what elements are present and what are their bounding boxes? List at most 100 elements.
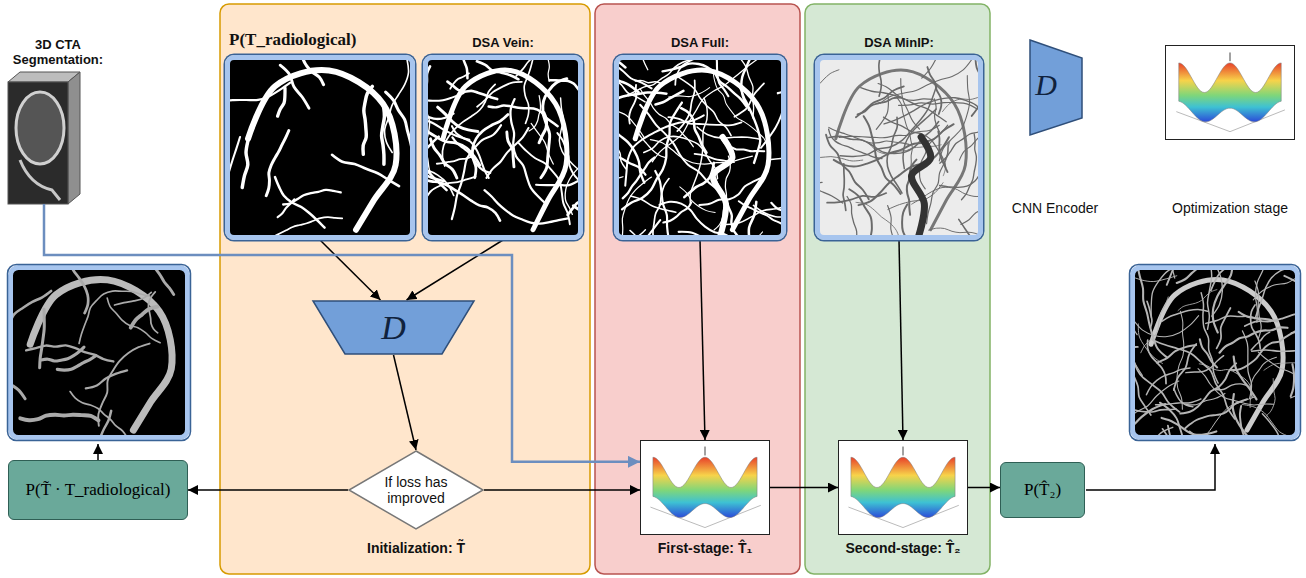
vessel bbox=[1291, 287, 1295, 333]
vessel bbox=[749, 202, 765, 235]
legend-text: CNN Encoder bbox=[1010, 200, 1100, 216]
vessel bbox=[529, 96, 541, 131]
flow-arrow bbox=[770, 487, 838, 489]
vessel bbox=[679, 232, 781, 235]
legend-sample bbox=[1165, 45, 1295, 140]
stage-label: Second-stage: T̂₂ bbox=[845, 540, 960, 556]
flow-arrow bbox=[899, 240, 903, 440]
vessel bbox=[1180, 363, 1236, 413]
vessel bbox=[536, 181, 578, 186]
vessel bbox=[573, 206, 578, 235]
image-box: P(T_radiological) bbox=[225, 55, 415, 240]
vessel bbox=[628, 60, 719, 95]
vessel bbox=[879, 60, 881, 96]
vessel bbox=[26, 345, 113, 361]
vessel bbox=[86, 370, 127, 388]
vessel bbox=[428, 66, 430, 121]
vessel bbox=[761, 60, 781, 148]
vessel bbox=[428, 91, 453, 119]
loss-surface bbox=[653, 457, 757, 517]
plot-ground bbox=[838, 440, 968, 535]
vessel bbox=[1211, 270, 1240, 290]
loss-surface bbox=[1179, 63, 1281, 122]
vessel bbox=[382, 107, 385, 164]
vessel bbox=[1201, 293, 1218, 383]
encoder-symbol: D bbox=[1031, 68, 1061, 102]
vessel bbox=[939, 76, 969, 161]
image-frame bbox=[8, 265, 191, 441]
vessel bbox=[1240, 406, 1249, 435]
vessel bbox=[655, 91, 683, 105]
vessel bbox=[1135, 427, 1173, 435]
vessel bbox=[856, 86, 904, 117]
vessel bbox=[713, 137, 733, 235]
vessel bbox=[428, 93, 464, 101]
vessel bbox=[943, 142, 949, 176]
image-heading: P(T_radiological) bbox=[229, 30, 429, 50]
vessel bbox=[668, 117, 741, 125]
stage-label: First-stage: T̂₁ bbox=[658, 540, 752, 556]
vessel bbox=[516, 60, 569, 76]
vessel bbox=[1167, 270, 1229, 285]
vessel bbox=[230, 83, 290, 112]
vessel bbox=[1185, 399, 1247, 428]
vessel bbox=[1266, 379, 1275, 417]
vessel bbox=[684, 163, 714, 197]
stage-panel bbox=[595, 4, 800, 574]
plot-ground bbox=[640, 440, 770, 535]
vessel bbox=[1174, 344, 1196, 390]
vessel bbox=[1151, 279, 1283, 430]
vessel bbox=[283, 190, 341, 205]
optimization-box: First-stage: T̂₁ bbox=[640, 440, 770, 535]
vessel bbox=[1177, 311, 1184, 409]
flow-arrow bbox=[700, 240, 705, 440]
decision-diamond: If loss has improvedInitialization: T̃ bbox=[348, 450, 484, 530]
vessel bbox=[1251, 305, 1261, 349]
cta-skull bbox=[16, 92, 64, 164]
plot-axis bbox=[903, 447, 904, 456]
vessel bbox=[131, 307, 158, 328]
vessel bbox=[1135, 316, 1199, 337]
vessel bbox=[619, 60, 625, 68]
vessel bbox=[619, 60, 639, 92]
vessel bbox=[273, 217, 342, 235]
vessel bbox=[115, 292, 152, 305]
vessel bbox=[778, 91, 781, 94]
vessel bbox=[52, 270, 89, 313]
vessel bbox=[13, 291, 51, 374]
stage-label: Initialization: T̃ bbox=[367, 540, 465, 556]
projection-box: P(T̂₂) bbox=[1000, 462, 1085, 518]
vessel-image bbox=[619, 60, 781, 235]
cta-skull bbox=[20, 160, 60, 200]
legend-text: Optimization stage bbox=[1165, 200, 1295, 216]
image-heading: DSA Full: bbox=[614, 35, 786, 50]
vessel bbox=[442, 84, 495, 166]
vessel bbox=[248, 70, 397, 230]
vessel bbox=[30, 279, 172, 430]
image-box: DSA MinIP: bbox=[815, 55, 983, 240]
vessel bbox=[386, 92, 410, 199]
vessel bbox=[1217, 308, 1231, 348]
image-ground bbox=[820, 60, 978, 235]
vessel-image bbox=[1135, 270, 1295, 435]
loss-plot bbox=[848, 447, 958, 528]
vessel bbox=[1135, 298, 1180, 412]
vessel bbox=[697, 127, 760, 139]
vessel-image bbox=[820, 60, 978, 235]
vessel bbox=[484, 190, 568, 224]
vessel bbox=[927, 67, 941, 114]
vessel bbox=[829, 129, 882, 158]
flow-arrow bbox=[320, 240, 380, 300]
image-box: 3D CTA Segmentation: bbox=[8, 72, 80, 204]
flow-arrow bbox=[407, 240, 503, 300]
vessel bbox=[640, 105, 717, 190]
vessel bbox=[713, 72, 767, 147]
vessel bbox=[669, 88, 710, 97]
vessel bbox=[428, 177, 476, 235]
flow-arrow bbox=[44, 204, 640, 462]
projection-box: P(T̃ · T_radiological) bbox=[8, 460, 188, 520]
vessel bbox=[266, 131, 289, 196]
vessel bbox=[278, 88, 285, 116]
vessel bbox=[1138, 324, 1162, 364]
vessel bbox=[98, 344, 149, 426]
